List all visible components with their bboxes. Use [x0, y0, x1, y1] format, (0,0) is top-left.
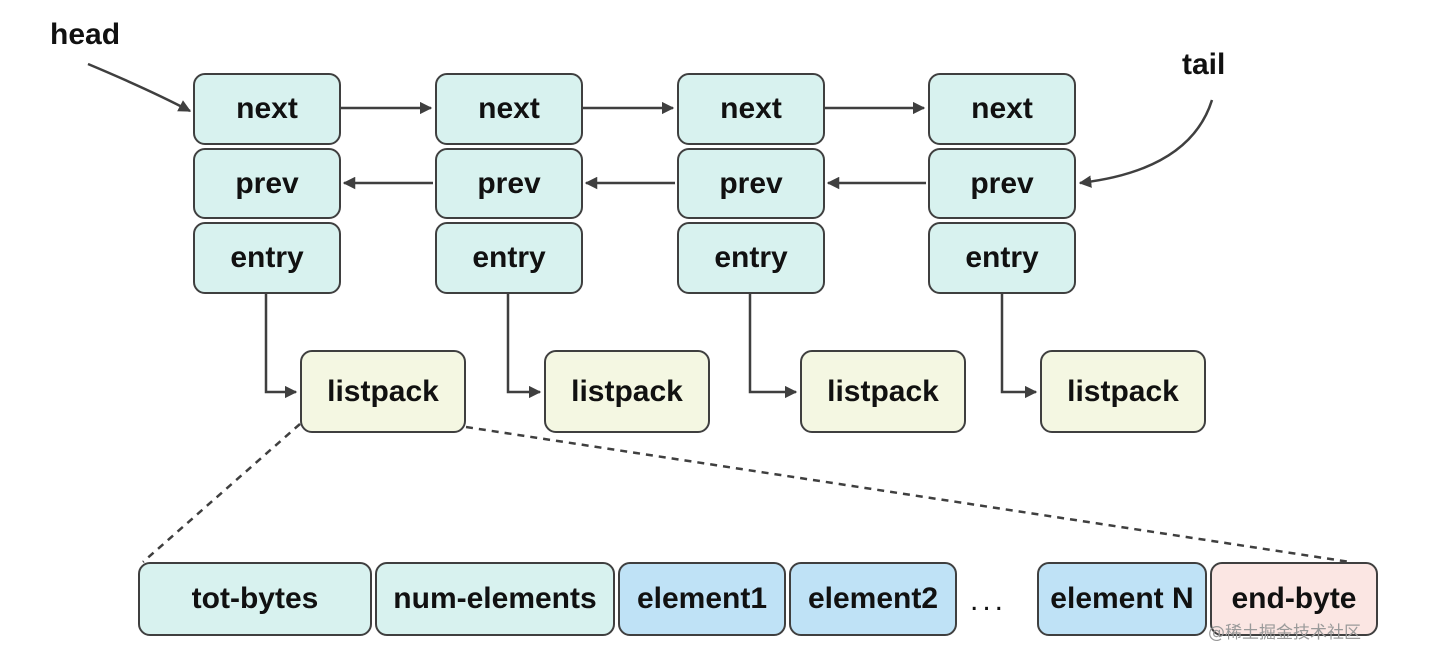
node-1-prev: prev: [193, 148, 341, 219]
node-4-next: next: [928, 73, 1076, 145]
entry-connector-3: [748, 294, 798, 399]
listpack-3: listpack: [800, 350, 966, 433]
ellipsis-text: ...: [970, 584, 1008, 617]
node-2-next: next: [435, 73, 583, 145]
listpack-4: listpack: [1040, 350, 1206, 433]
listpack-2: listpack: [544, 350, 710, 433]
node-3-entry: entry: [677, 222, 825, 294]
node-2-prev: prev: [435, 148, 583, 219]
tot-bytes-field: tot-bytes: [138, 562, 372, 636]
node-4-prev: prev: [928, 148, 1076, 219]
node-3-prev: prev: [677, 148, 825, 219]
node-1-entry: entry: [193, 222, 341, 294]
zoom-dashed-right: [465, 425, 1351, 564]
elementN-field: element N: [1037, 562, 1207, 636]
head-label: head: [50, 18, 121, 51]
node-3-next: next: [677, 73, 825, 145]
node-2-entry: entry: [435, 222, 583, 294]
element1-field: element1: [618, 562, 786, 636]
num-elements-field: num-elements: [375, 562, 615, 636]
end-byte-field: end-byte: [1210, 562, 1378, 636]
entry-connector-4: [1000, 294, 1038, 399]
tail-label: tail: [1182, 48, 1226, 81]
listpack-1: listpack: [300, 350, 466, 433]
node-4-entry: entry: [928, 222, 1076, 294]
zoom-dashed-left: [142, 423, 301, 563]
entry-connector-1: [264, 294, 298, 399]
node-1-next: next: [193, 73, 341, 145]
head-pointer-arrow: [87, 62, 192, 113]
element2-field: element2: [789, 562, 957, 636]
tail-pointer-arrow: [1078, 99, 1214, 188]
entry-connector-2: [506, 294, 542, 399]
watermark-text: @稀土掘金技术社区: [1208, 623, 1361, 643]
